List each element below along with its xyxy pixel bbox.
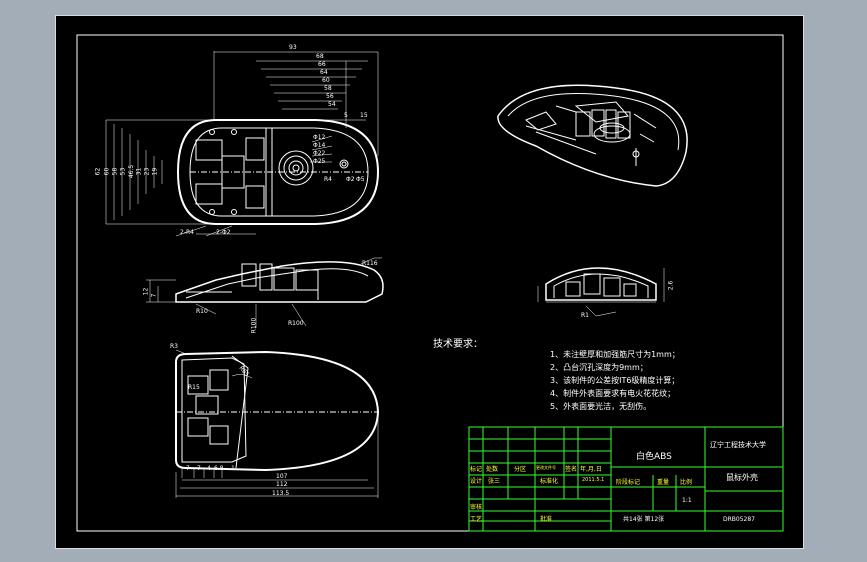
dim-bottom-r15: R15	[188, 384, 200, 391]
row-design-label: 设计	[470, 478, 483, 485]
dim-top-15: 15	[360, 112, 368, 119]
tech-req-item-4: 4、制件外表面要求有电火花花纹；	[550, 389, 676, 398]
tech-req-item-1: 1、未注壁厚和加强筋尺寸为1mm；	[550, 350, 680, 359]
dim-top-54: 54	[328, 101, 336, 108]
dim-left-31: 31	[135, 167, 143, 176]
school-name: 辽宁工程技术大学	[710, 441, 766, 449]
dim-top-58: 58	[324, 85, 332, 92]
dim-small-r4: R4	[324, 176, 332, 183]
dim-bottom-4: 4	[207, 465, 211, 472]
drawing-number: DRB05287	[723, 516, 755, 523]
dim-top-93: 93	[289, 44, 297, 51]
part-name: 鼠标外壳	[726, 473, 758, 482]
dim-top-5: 5	[344, 112, 348, 119]
dim-bottom-7a: 7	[186, 465, 190, 472]
sheet-info: 共14张 第12张	[623, 516, 665, 523]
header-cell-2: 处数	[486, 466, 499, 473]
dim-front-r1: R1	[581, 312, 589, 319]
tech-req-item-3: 3、该制件的公差按IT6级精度计算；	[550, 376, 680, 385]
dim-bottom-112: 112	[276, 481, 288, 488]
dim-side-r10: R10	[196, 308, 208, 315]
dim-side-12: 12	[142, 287, 150, 296]
iso-view	[497, 84, 688, 187]
top-view	[105, 51, 380, 237]
row-design-date: 2011.5.1	[582, 477, 605, 483]
dim-top-68: 68	[316, 53, 324, 60]
dim-front-2-6: 2.6	[667, 280, 675, 291]
stage-cell-3: 比例	[680, 479, 693, 486]
tech-req-item-5: 5、外表面要光洁，无刮伤。	[550, 402, 652, 411]
row-process: 工艺	[470, 516, 483, 523]
dim-circle-4: Φ25	[313, 158, 326, 165]
dim-left-46-5: 46.5	[128, 164, 136, 179]
cad-drawing	[76, 34, 784, 532]
stage-cell-1: 阶段标记	[616, 479, 641, 486]
dim-circle-2: Φ14	[313, 142, 326, 149]
row-review: 审核	[470, 504, 483, 511]
dim-left-53: 53	[119, 167, 127, 176]
dim-left-19: 19	[151, 167, 159, 176]
material-label: 白色ABS	[636, 452, 672, 462]
row-design-name: 张三	[488, 478, 501, 485]
dim-side-7: 7	[150, 293, 158, 298]
header-cell-3: 分区	[514, 466, 527, 473]
dim-top-64: 64	[320, 69, 328, 76]
dim-bottom-113-5: 113.5	[272, 490, 290, 497]
dim-left-62: 62	[94, 167, 102, 176]
dim-circle-3: Φ22	[313, 150, 326, 157]
scale-value: 1:1	[682, 497, 692, 504]
row-design-std: 标准化	[540, 478, 559, 485]
dim-top-60: 60	[322, 77, 330, 84]
dim-side-r100-a: R100	[250, 317, 258, 334]
drawing-sheet: 技术要求： 1、未注壁厚和加强筋尺寸为1mm； 2、凸台沉孔深度为9mm； 3、…	[55, 15, 804, 549]
dim-side-r116: R116	[362, 260, 378, 267]
dim-bottom-7b: 7	[197, 465, 201, 472]
dim-left-23: 23	[143, 167, 151, 176]
tech-req-heading: 技术要求：	[433, 339, 483, 350]
front-view	[537, 267, 665, 317]
dim-small-phi5: Φ5	[356, 176, 365, 183]
dim-small-phi2: Φ2	[346, 176, 355, 183]
dim-bottom-r3: R3	[170, 343, 178, 350]
row-approve: 批准	[540, 516, 553, 523]
inner-border	[76, 34, 784, 532]
title-block-grid	[468, 426, 784, 532]
dim-left-58: 58	[111, 167, 119, 176]
dim-circle-1: Φ12	[313, 134, 326, 141]
stage-cell-2: 重量	[657, 479, 670, 486]
dim-hole-r4: 2-R4	[180, 229, 194, 236]
header-cell-6: 年,月,日	[580, 466, 602, 473]
bottom-view	[175, 349, 380, 498]
dim-top-56: 56	[326, 93, 334, 100]
dim-hole-phi2: 2-Φ2	[216, 229, 231, 236]
header-cell-1: 标记	[470, 466, 483, 473]
dim-top-66: 66	[318, 61, 326, 68]
dim-bottom-1: 1	[231, 465, 235, 472]
side-view	[146, 257, 384, 328]
header-cell-4: 更改文件号	[536, 465, 556, 470]
dim-left-60: 60	[103, 167, 111, 176]
dim-bottom-107: 107	[276, 473, 288, 480]
tech-req-item-2: 2、凸台沉孔深度为9mm；	[550, 363, 648, 372]
dim-bottom-6-8: 6.8	[214, 465, 224, 472]
header-cell-5: 签名	[565, 466, 578, 473]
dim-side-r100-b: R100	[288, 320, 304, 327]
